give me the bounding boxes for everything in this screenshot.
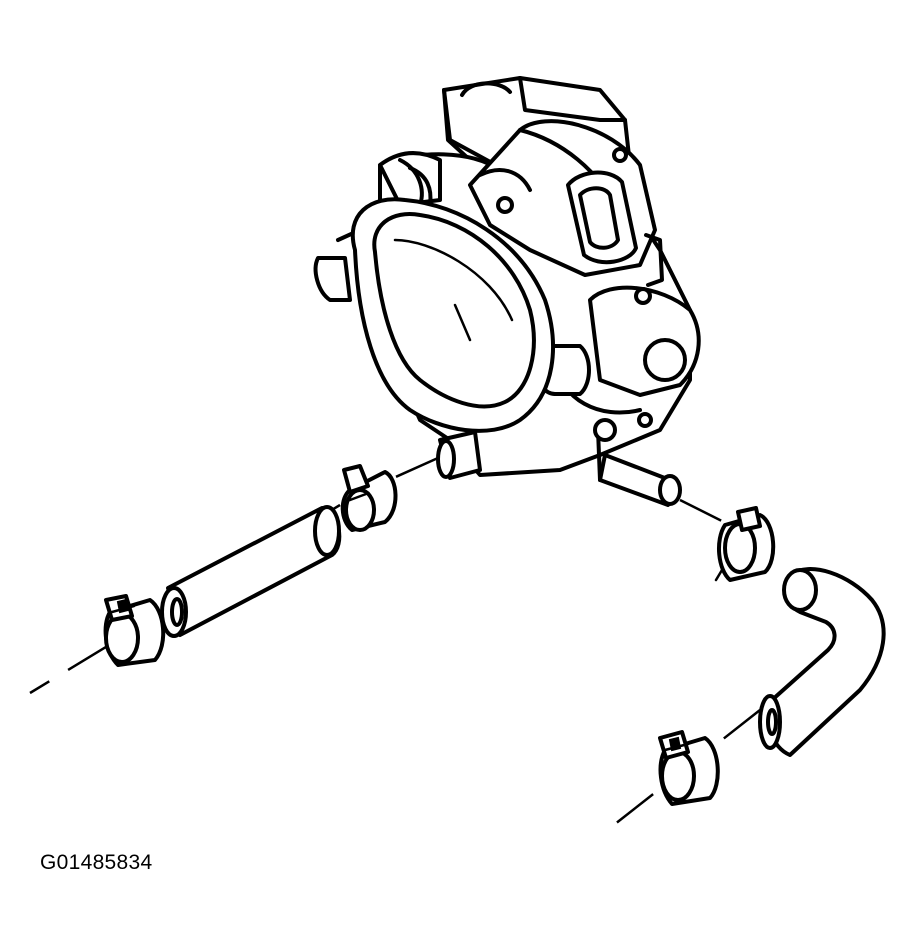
left-centerline [379, 456, 439, 486]
right-elbow-hose [758, 567, 886, 757]
right-hose-assembly [609, 498, 886, 829]
left-hose-assembly [29, 456, 439, 695]
left-lower-clamp [103, 594, 166, 667]
throttle-body [313, 76, 701, 507]
figure-id-label: G01485834 [40, 851, 153, 874]
left-upper-clamp [340, 464, 398, 532]
left-straight-hose [160, 505, 342, 638]
right-upper-clamp [714, 506, 776, 582]
right-lower-clamp [658, 730, 720, 806]
